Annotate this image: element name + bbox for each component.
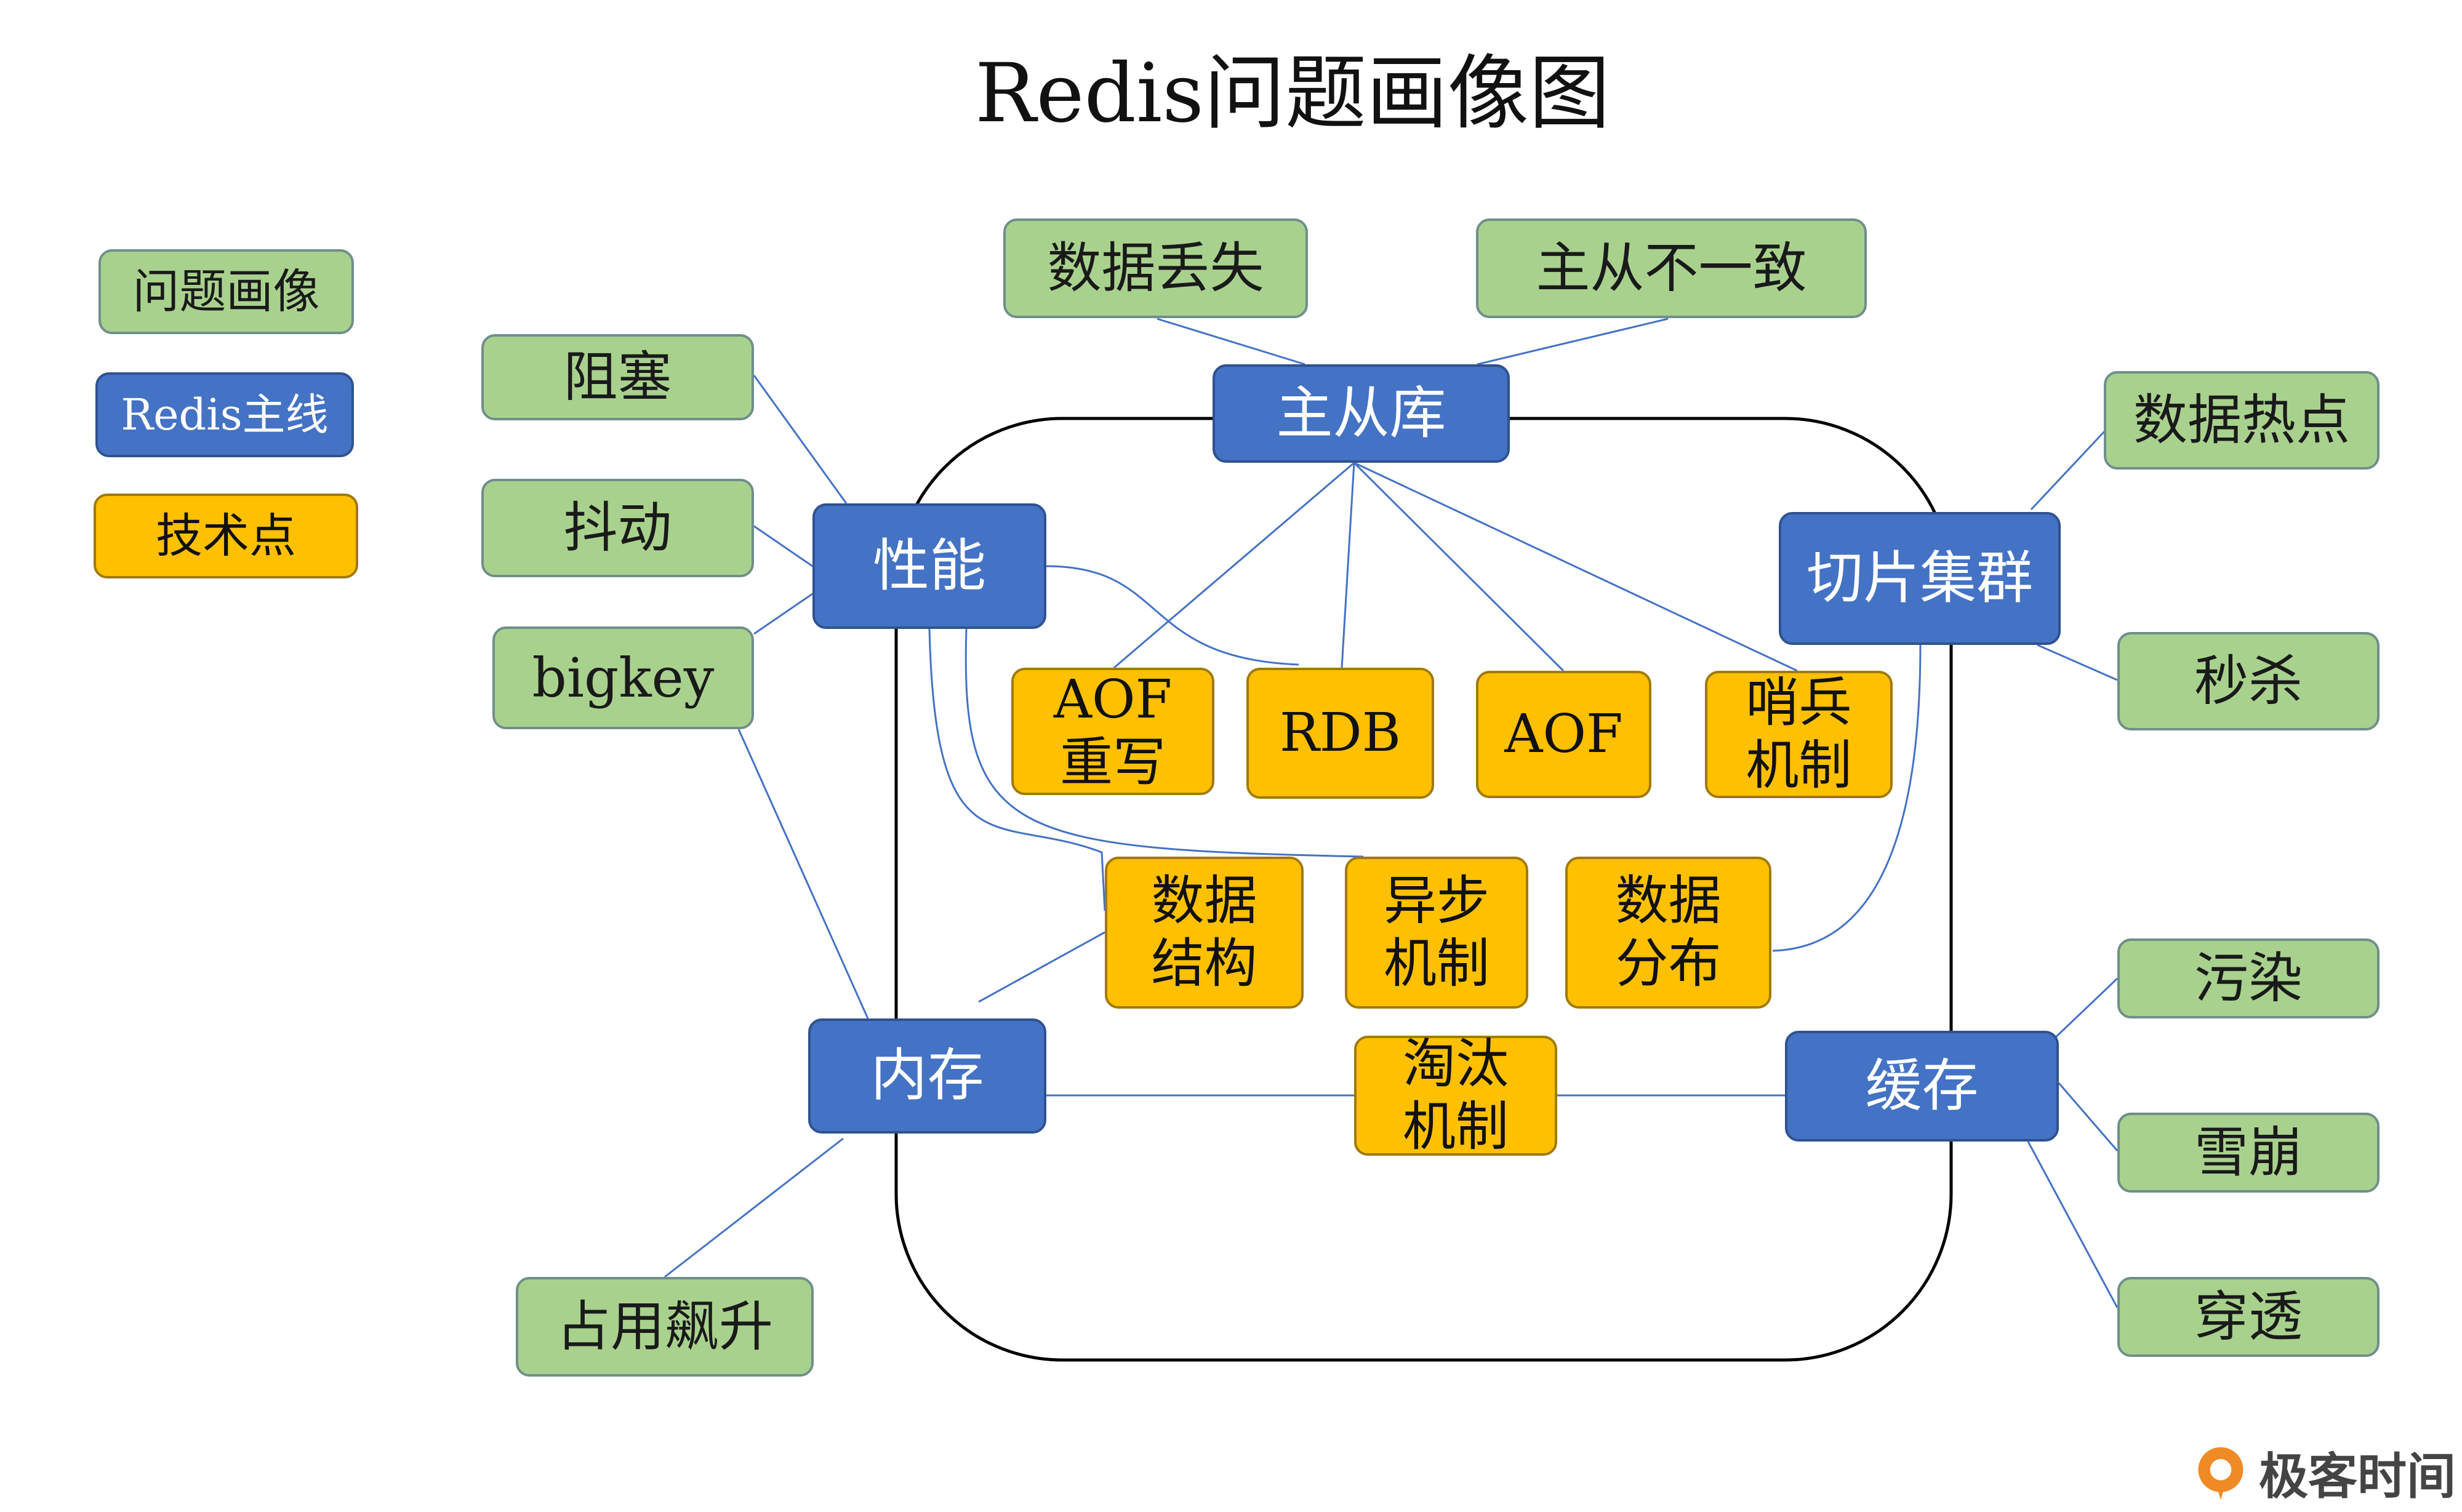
connector-performance-rdb xyxy=(1046,565,1299,666)
connector-inconsistency-master-slave xyxy=(1477,318,1669,366)
problem-penetration: 穿透 xyxy=(2117,1277,2380,1357)
problem-usage-spike: 占用飙升 xyxy=(516,1277,814,1377)
connector-bigkey-performance xyxy=(753,593,813,635)
connector-master-slave-sentinel xyxy=(1353,462,1798,672)
tech-aof-rewrite: AOF 重写 xyxy=(1011,668,1214,795)
diagram-title: Redis问题画像图 xyxy=(975,46,1610,141)
problem-pollution: 污染 xyxy=(2117,938,2380,1018)
brand-logo: 极客时间 xyxy=(2191,1437,2456,1508)
brand-name: 极客时间 xyxy=(2259,1448,2456,1505)
tech-rdb: RDB xyxy=(1246,668,1434,799)
tech-data-structure: 数据 结构 xyxy=(1105,857,1304,1009)
connector-master-slave-rdb xyxy=(1341,462,1355,668)
legend-problem: 问题画像 xyxy=(98,249,354,334)
problem-data-loss: 数据丢失 xyxy=(1003,218,1308,318)
legend-mainline: Redis主线 xyxy=(95,372,354,457)
problem-jitter: 抖动 xyxy=(481,479,754,577)
connector-jitter-performance xyxy=(753,525,813,567)
problem-hotspot: 数据热点 xyxy=(2104,371,2380,470)
legend-tech: 技术点 xyxy=(94,494,358,578)
connector-bigkey-memory xyxy=(737,729,869,1019)
tech-aof: AOF xyxy=(1476,671,1651,798)
connector-cache-pollution xyxy=(2051,977,2119,1041)
connector-memory-data-structure xyxy=(978,931,1105,1003)
connector-cluster-distribution xyxy=(1772,644,1922,952)
connector-master-slave-aof xyxy=(1353,462,1565,672)
tech-eviction: 淘汰 机制 xyxy=(1354,1033,1557,1158)
mainline-performance: 性能 xyxy=(812,503,1046,629)
problem-inconsistency: 主从不一致 xyxy=(1476,218,1867,318)
connector-master-slave-aof-rewrite xyxy=(1113,462,1355,669)
mainline-cache: 缓存 xyxy=(1785,1031,2059,1142)
connector-data-loss-master-slave xyxy=(1157,318,1305,366)
tech-sentinel: 哨兵 机制 xyxy=(1705,671,1893,798)
problem-bigkey: bigkey xyxy=(492,626,754,729)
geektime-logo-icon xyxy=(2198,1447,2243,1500)
mainline-memory: 内存 xyxy=(808,1018,1046,1134)
problem-blocking: 阻塞 xyxy=(481,334,754,420)
mainline-cluster: 切片集群 xyxy=(1779,512,2061,645)
problem-avalanche: 雪崩 xyxy=(2117,1113,2380,1193)
connector-performance-data-structure xyxy=(928,628,1106,911)
mainline-master-slave: 主从库 xyxy=(1213,364,1510,463)
connector-cluster-flash-sale xyxy=(2037,644,2118,681)
tech-async: 异步 机制 xyxy=(1345,857,1528,1009)
connector-performance-async xyxy=(964,628,1364,858)
connector-cache-avalanche xyxy=(2058,1082,2119,1151)
connector-memory-usage-spike xyxy=(664,1137,844,1278)
problem-flash-sale: 秒杀 xyxy=(2117,632,2380,730)
tech-distribution: 数据 分布 xyxy=(1565,857,1771,1009)
connector-cluster-hotspot xyxy=(2030,430,2106,511)
connector-cache-penetration xyxy=(2027,1141,2119,1308)
connector-blocking-performance xyxy=(753,375,848,504)
